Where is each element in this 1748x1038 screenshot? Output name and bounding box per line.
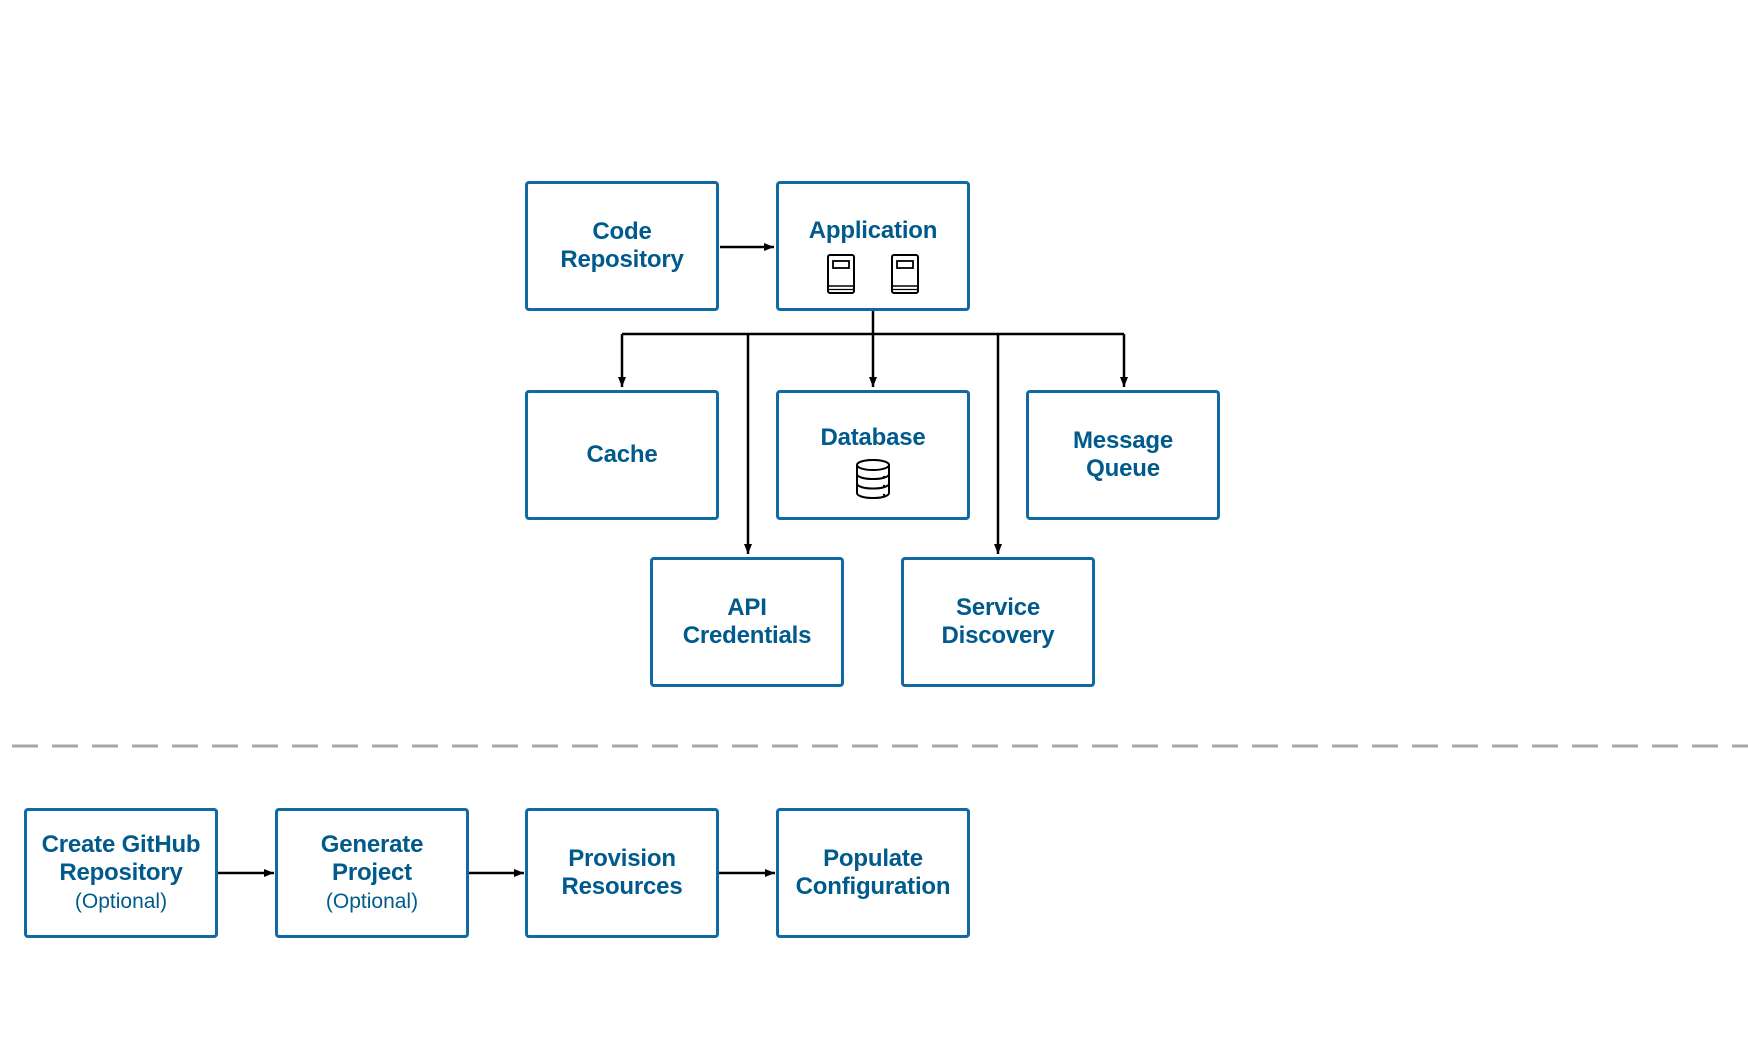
- step-title: Create GitHub Repository: [41, 831, 201, 886]
- database-icon: [856, 459, 890, 500]
- step-provision-resources: Provision Resources: [525, 808, 719, 938]
- database-box: Database: [776, 390, 970, 520]
- api-credentials-label: API Credentials: [682, 594, 812, 649]
- server-icon: [827, 254, 855, 294]
- application-box: Application: [776, 181, 970, 311]
- step-generate-project: Generate Project (Optional): [275, 808, 469, 938]
- application-icons: [826, 253, 920, 295]
- database-label: Database: [820, 424, 926, 451]
- message-queue-label: Message Queue: [1073, 427, 1173, 482]
- step-note: (Optional): [74, 890, 168, 913]
- cache-label: Cache: [586, 441, 658, 468]
- step-note: (Optional): [325, 890, 419, 913]
- message-queue-box: Message Queue: [1026, 390, 1220, 520]
- code-repository-box: Code Repository: [525, 181, 719, 311]
- cache-box: Cache: [525, 390, 719, 520]
- step-create-github-repository: Create GitHub Repository (Optional): [24, 808, 218, 938]
- database-icons: [854, 458, 892, 500]
- step-title: Provision Resources: [561, 845, 683, 900]
- step-title: Generate Project: [320, 831, 424, 886]
- api-credentials-box: API Credentials: [650, 557, 844, 687]
- service-discovery-box: Service Discovery: [901, 557, 1095, 687]
- step-populate-configuration: Populate Configuration: [776, 808, 970, 938]
- server-icon: [891, 254, 919, 294]
- code-repository-label: Code Repository: [560, 218, 684, 273]
- application-label: Application: [808, 217, 938, 244]
- service-discovery-label: Service Discovery: [941, 594, 1055, 649]
- step-title: Populate Configuration: [795, 845, 951, 900]
